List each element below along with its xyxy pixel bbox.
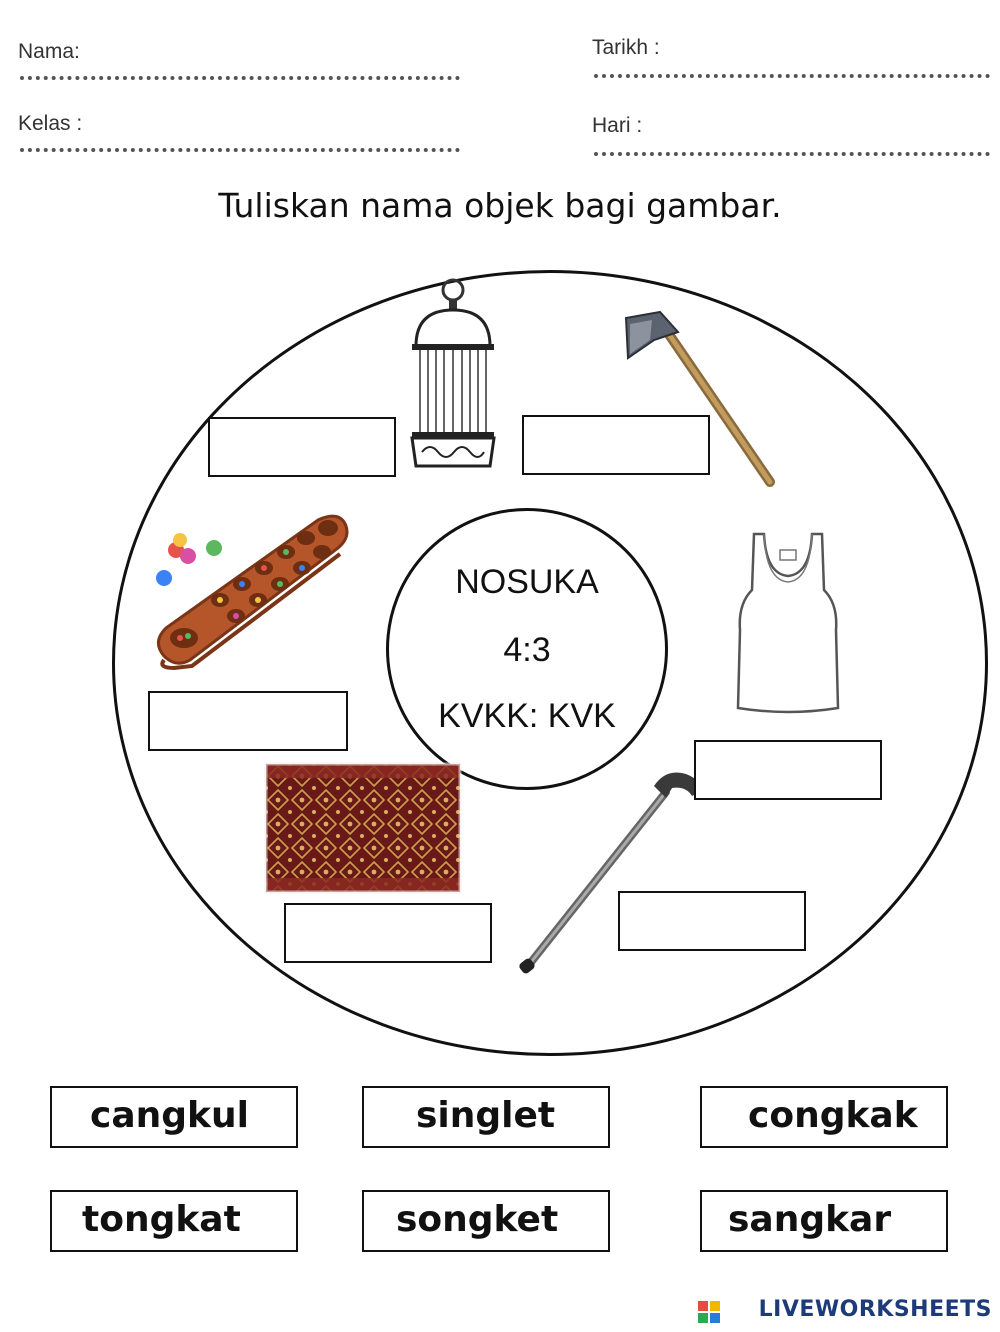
word-card-tongkat[interactable]: tongkat xyxy=(50,1190,298,1252)
walking-cane-icon xyxy=(519,772,701,974)
nama-dotted-line xyxy=(20,76,460,80)
word-card-cangkul[interactable]: cangkul xyxy=(50,1086,298,1148)
answer-box-cane[interactable] xyxy=(618,891,806,951)
center-title: NOSUKA xyxy=(455,563,599,601)
word-card-sangkar[interactable]: sangkar xyxy=(700,1190,948,1252)
word-text: songket xyxy=(396,1199,559,1240)
activity-circle xyxy=(112,270,988,1056)
word-text: singlet xyxy=(416,1095,556,1136)
songket-cloth-icon xyxy=(264,762,462,894)
word-text: sangkar xyxy=(728,1199,892,1240)
nama-label: Nama: xyxy=(18,40,80,63)
answer-box-congkak[interactable] xyxy=(148,691,348,751)
liveworksheets-logo-icon xyxy=(698,1301,720,1323)
hoe-icon xyxy=(624,310,775,487)
kelas-label: Kelas : xyxy=(18,112,83,135)
center-pattern: KVKK: KVK xyxy=(438,697,616,735)
answer-box-hoe[interactable] xyxy=(522,415,710,475)
answer-box-songket[interactable] xyxy=(284,903,492,963)
word-text: cangkul xyxy=(90,1095,249,1136)
word-card-congkak[interactable]: congkak xyxy=(700,1086,948,1148)
tarikh-dotted-line xyxy=(594,74,990,78)
hari-dotted-line xyxy=(594,152,990,156)
word-card-songket[interactable]: songket xyxy=(362,1190,610,1252)
answer-box-cage[interactable] xyxy=(208,417,396,477)
tarikh-label: Tarikh : xyxy=(592,36,660,59)
kelas-dotted-line xyxy=(20,148,460,152)
word-text: tongkat xyxy=(82,1199,241,1240)
center-ratio: 4:3 xyxy=(503,631,551,669)
word-text: congkak xyxy=(748,1095,918,1136)
birdcage-icon xyxy=(410,278,496,468)
hari-label: Hari : xyxy=(592,114,643,137)
liveworksheets-brand[interactable]: LIVEWORKSHEETS xyxy=(758,1297,992,1322)
instruction-title: Tuliskan nama objek bagi gambar. xyxy=(218,186,782,225)
word-card-singlet[interactable]: singlet xyxy=(362,1086,610,1148)
congkak-board-icon xyxy=(156,514,349,671)
answer-box-singlet[interactable] xyxy=(694,740,882,800)
singlet-icon xyxy=(736,532,840,714)
center-circle: NOSUKA 4:3 KVKK: KVK xyxy=(386,508,668,790)
